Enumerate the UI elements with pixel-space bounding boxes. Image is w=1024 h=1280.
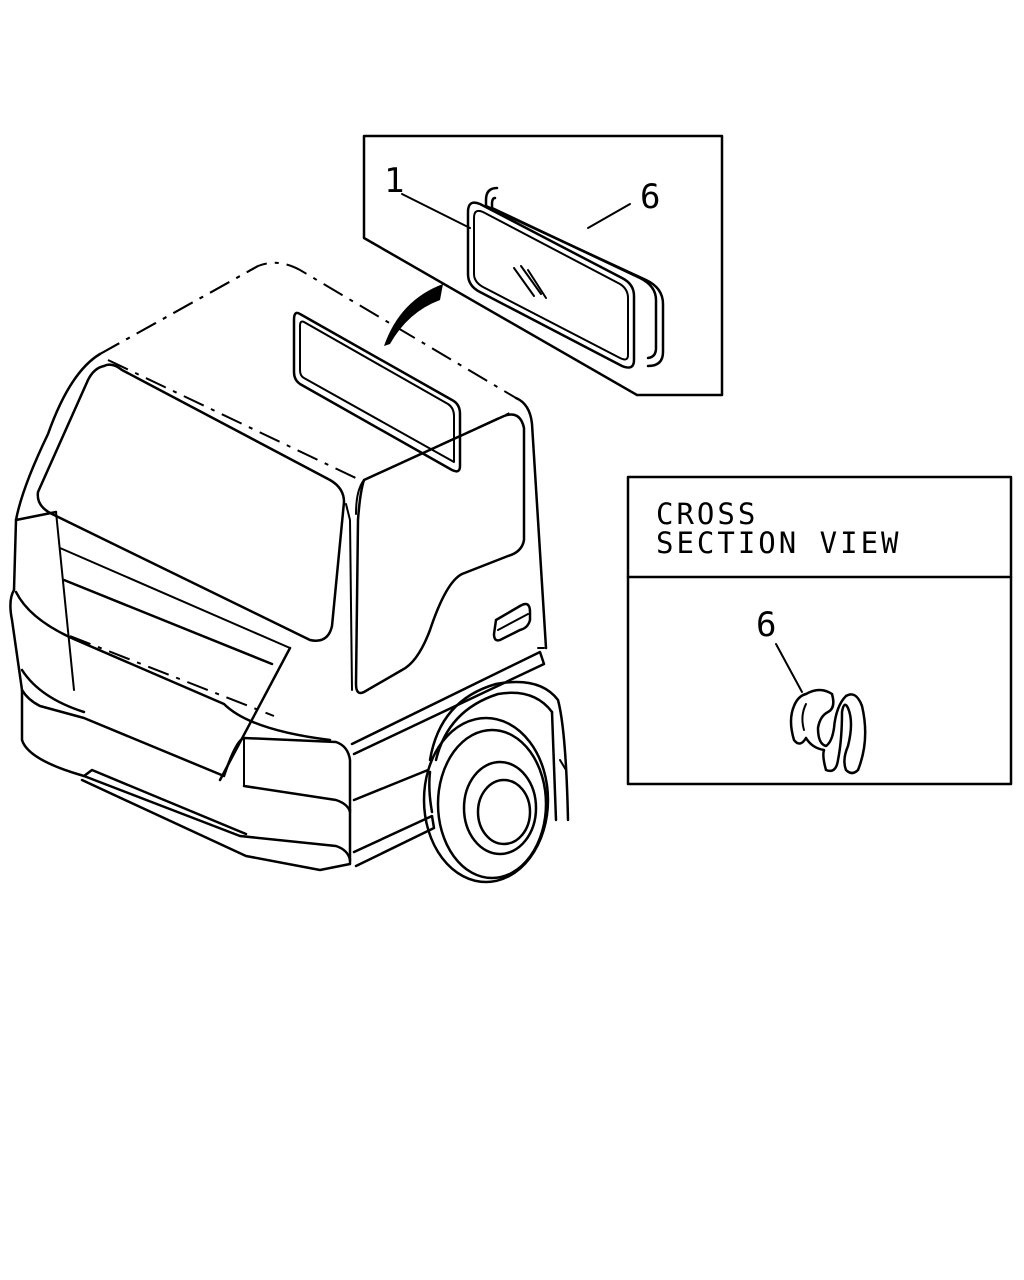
cross-section-panel: CROSS SECTION VIEW 6 xyxy=(626,475,1013,786)
callout-seal-section: 6 xyxy=(756,605,776,645)
section-title-line2: SECTION VIEW xyxy=(656,526,902,560)
callout-glass: 1 xyxy=(384,161,404,201)
seal-cross-section-profile xyxy=(789,688,867,775)
detail-inset: 1 6 xyxy=(362,134,724,397)
leader-line-seal-top xyxy=(587,203,631,229)
leader-line-seal-section xyxy=(775,643,803,693)
weatherstrip-seal-part xyxy=(484,186,665,368)
install-arrow xyxy=(384,284,443,346)
section-title-line1: CROSS xyxy=(656,497,758,531)
detail-inset-frame xyxy=(362,134,724,397)
truck-cab-illustration xyxy=(9,261,570,884)
cross-section-frame xyxy=(626,475,1013,786)
callout-seal-top: 6 xyxy=(640,177,660,217)
rear-glass-part xyxy=(466,201,636,369)
leader-line-glass xyxy=(401,193,471,229)
